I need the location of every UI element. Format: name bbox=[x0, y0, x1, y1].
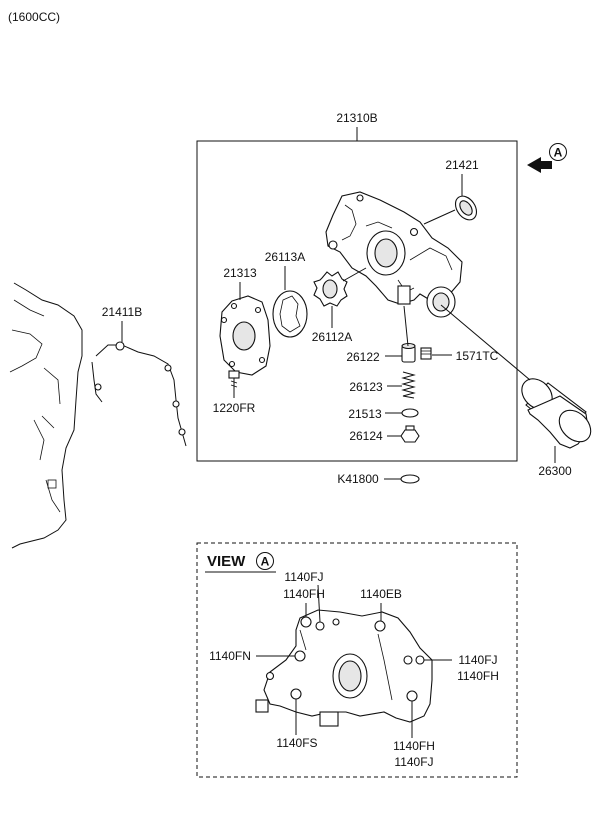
bolt-drawing bbox=[228, 370, 240, 388]
oil-pump-body-drawing bbox=[325, 191, 463, 318]
view-a-circle-icon bbox=[549, 143, 567, 161]
pump-cover-plate-drawing bbox=[219, 295, 271, 376]
view-a-pump-drawing bbox=[255, 609, 433, 727]
callout-26122[interactable]: 26122 bbox=[346, 350, 380, 364]
timing-cover-gasket-drawing bbox=[91, 341, 187, 447]
outer-rotor-drawing bbox=[272, 290, 308, 338]
callout-26300[interactable]: 26300 bbox=[538, 464, 572, 478]
oil-filter-drawing bbox=[521, 378, 592, 449]
callout-21421[interactable]: 21421 bbox=[445, 158, 479, 172]
view-label-1140FS[interactable]: 1140FS bbox=[276, 736, 317, 750]
relief-spring-drawing bbox=[401, 371, 416, 399]
washer-drawing bbox=[401, 408, 419, 418]
leader-26122-pump bbox=[403, 305, 409, 347]
view-label-1140FH-top[interactable]: 1140FH bbox=[283, 587, 325, 601]
view-a-title: VIEW bbox=[207, 553, 246, 570]
view-marker-letter: A bbox=[554, 146, 563, 160]
leader-21421-pump bbox=[423, 209, 456, 225]
engine-block-outline bbox=[9, 282, 83, 549]
callout-21310B[interactable]: 21310B bbox=[336, 111, 377, 125]
view-label-1140FH-bottom[interactable]: 1140FH bbox=[393, 739, 435, 753]
view-label-1140FJ-right[interactable]: 1140FJ bbox=[458, 653, 497, 667]
callout-21313[interactable]: 21313 bbox=[223, 266, 257, 280]
view-label-1140FH-right[interactable]: 1140FH bbox=[457, 669, 499, 683]
callout-21513[interactable]: 21513 bbox=[348, 407, 382, 421]
view-a-inset-frame bbox=[196, 542, 518, 778]
o-ring-drawing bbox=[400, 474, 420, 484]
callout-21411B[interactable]: 21411B bbox=[102, 305, 142, 319]
leader-1140FJ-top bbox=[317, 584, 321, 623]
callout-26113A[interactable]: 26113A bbox=[265, 250, 305, 264]
callout-K41800[interactable]: K41800 bbox=[337, 472, 379, 486]
callout-1571TC[interactable]: 1571TC bbox=[456, 349, 499, 363]
callout-1220FR[interactable]: 1220FR bbox=[213, 401, 256, 415]
oil-seal-drawing bbox=[454, 195, 478, 221]
leader-26112A-pump bbox=[342, 267, 367, 282]
plug-drawing bbox=[420, 347, 432, 360]
view-direction-arrow-icon bbox=[527, 157, 552, 173]
view-label-1140FN[interactable]: 1140FN bbox=[209, 649, 251, 663]
relief-plunger-drawing bbox=[401, 342, 416, 363]
view-label-1140FJ-bottom[interactable]: 1140FJ bbox=[394, 755, 433, 769]
callout-26112A[interactable]: 26112A bbox=[312, 330, 352, 344]
callout-26124[interactable]: 26124 bbox=[349, 429, 383, 443]
view-a-title-letter: A bbox=[261, 555, 270, 569]
leader-26300-pump bbox=[440, 304, 531, 381]
view-a-title-circle-icon bbox=[256, 552, 274, 570]
view-label-1140FJ-top[interactable]: 1140FJ bbox=[284, 570, 323, 584]
view-a-direction-marker[interactable]: A bbox=[527, 143, 567, 174]
relief-plug-drawing bbox=[400, 425, 420, 443]
inner-rotor-drawing bbox=[313, 271, 348, 307]
view-label-1140EB[interactable]: 1140EB bbox=[360, 587, 402, 601]
callout-26123[interactable]: 26123 bbox=[349, 380, 383, 394]
engine-variant-label: (1600CC) bbox=[8, 10, 60, 24]
